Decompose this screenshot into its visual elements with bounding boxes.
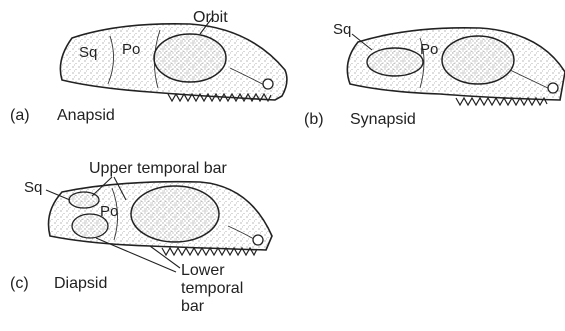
anapsid-nostril	[263, 79, 273, 89]
anapsid-orbit-label: Orbit	[193, 10, 228, 26]
diapsid-teeth	[162, 248, 257, 255]
lower-bar-label-line-1: Lower	[181, 262, 243, 280]
diapsid-upper-temporal-fenestra	[69, 192, 99, 208]
synapsid-temporal-fenestra	[367, 48, 423, 76]
anapsid-sq-label: Sq	[79, 45, 97, 60]
lower-bar-label-line-2: temporal	[181, 280, 243, 298]
anapsid-po-label: Po	[122, 42, 140, 57]
diapsid-caption: Diapsid	[54, 276, 107, 292]
diapsid-panel-letter: (c)	[10, 276, 29, 292]
diapsid-skull	[46, 177, 272, 272]
lower-bar-label-line-3: bar	[181, 298, 243, 316]
synapsid-orbit	[442, 36, 514, 84]
synapsid-sq-label: Sq	[333, 22, 351, 37]
anapsid-caption: Anapsid	[57, 108, 115, 124]
diapsid-lower-temporal-bar-label: Lower temporal bar	[181, 262, 243, 316]
anapsid-orbit	[154, 34, 226, 82]
synapsid-panel-letter: (b)	[304, 112, 324, 128]
synapsid-nostril	[548, 83, 558, 93]
diapsid-orbit	[131, 186, 219, 242]
synapsid-caption: Synapsid	[350, 112, 416, 128]
diapsid-lower-bar-pointer-2	[150, 246, 180, 268]
synapsid-skull	[347, 28, 565, 105]
anapsid-panel-letter: (a)	[10, 108, 30, 124]
diapsid-po-label: Po	[100, 204, 118, 219]
diapsid-sq-label: Sq	[24, 180, 42, 195]
diapsid-upper-temporal-bar-label: Upper temporal bar	[89, 161, 227, 177]
synapsid-po-label: Po	[420, 42, 438, 57]
diapsid-nostril	[253, 235, 263, 245]
